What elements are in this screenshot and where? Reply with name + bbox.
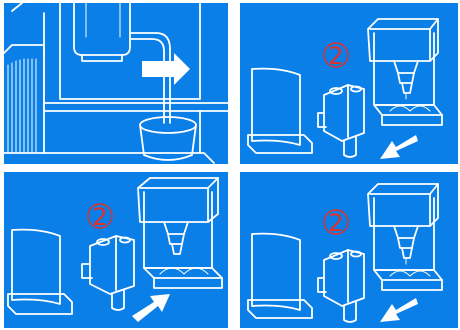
- step-number: 2: [328, 209, 343, 237]
- machine-cavity: [368, 184, 438, 270]
- arrow-icon: [380, 298, 418, 322]
- panel-step-2c: 2: [240, 172, 458, 328]
- brew-unit-icon: [318, 250, 364, 322]
- machine-cavity: [138, 178, 218, 268]
- step-marker: 2: [324, 42, 348, 70]
- arrow-icon: [132, 294, 170, 322]
- panel-pour-cup: [4, 3, 228, 164]
- side-door: [248, 69, 312, 153]
- step-marker: 2: [324, 209, 348, 237]
- side-door: [8, 230, 72, 314]
- insert-brew-unit-illustration: 2: [4, 172, 228, 328]
- drip-tray-icon: [374, 105, 442, 125]
- brew-unit-icon: [82, 236, 134, 310]
- panel-step-2a: 2: [240, 3, 458, 164]
- machine-side-panel: [4, 45, 44, 153]
- step-marker: 2: [88, 203, 112, 231]
- brew-unit-icon: [318, 85, 364, 157]
- panel-step-2b: 2: [4, 172, 228, 328]
- arrow-icon: [142, 53, 190, 85]
- side-door: [248, 234, 312, 318]
- milk-pipe: [130, 33, 170, 123]
- drip-tray-icon: [144, 268, 222, 288]
- remove-brew-unit-illustration: 2: [240, 172, 458, 328]
- remove-brew-unit-illustration: 2: [240, 3, 458, 164]
- arrow-icon: [380, 135, 418, 159]
- drip-tray-icon: [374, 270, 442, 290]
- machine-cavity: [368, 19, 438, 105]
- step-number: 2: [328, 42, 343, 70]
- step-number: 2: [92, 203, 107, 231]
- pour-cup-illustration: [4, 3, 228, 164]
